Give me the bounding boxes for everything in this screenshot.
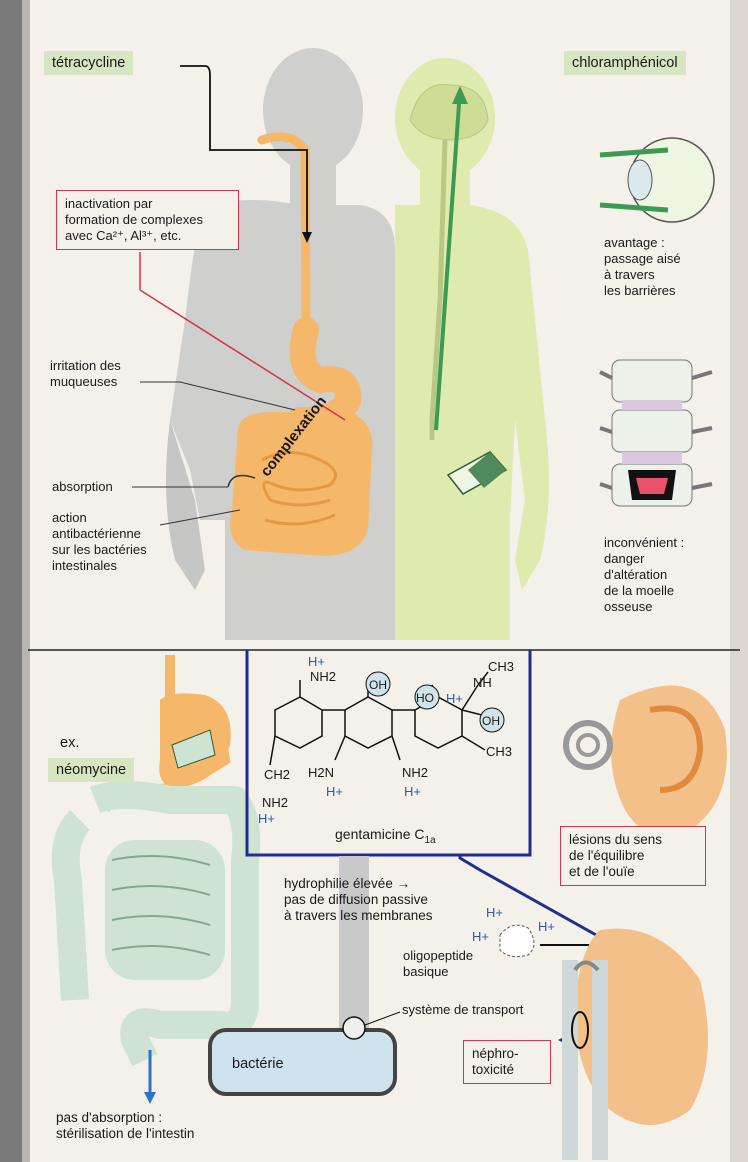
hplus-1: H+ (486, 906, 503, 920)
label-pas-absorption: pas d'absorption : stérilisation de l'in… (56, 1110, 194, 1142)
chem-oh-b: OH (482, 714, 500, 728)
label-systeme-transport: système de transport (402, 1002, 523, 1018)
label-absorption: absorption (52, 479, 113, 495)
label-hydrophilie: hydrophilie élevée → pas de diffusion pa… (284, 876, 433, 924)
chem-nh2-b: NH2 (262, 796, 288, 810)
chem-ch3-a: CH3 (488, 660, 514, 674)
hplus-3: H+ (538, 920, 555, 934)
label-chloramphenicol: chloramphénicol (564, 51, 686, 75)
label-tetracycline: tétracycline (44, 51, 133, 75)
chem-ch2: CH2 (264, 768, 290, 782)
box-lesions: lésions du sens de l'équilibre et de l'o… (560, 826, 706, 886)
eye-icon (600, 138, 714, 222)
box-nephrotoxicite: néphro- toxicité (463, 1040, 551, 1084)
kidney-icon (570, 929, 708, 1160)
label-action: action antibactérienne sur les bactéries… (52, 510, 147, 574)
label-avantage: avantage : passage aisé à travers les ba… (604, 235, 681, 299)
chem-hplus-c: H+ (258, 812, 275, 826)
chem-oh-a: OH (369, 678, 387, 692)
hplus-2: H+ (472, 930, 489, 944)
label-inconvenient: inconvénient : danger d'altération de la… (604, 535, 684, 615)
label-bacterie: bactérie (232, 1056, 284, 1072)
chem-nh2-a: NH2 (310, 670, 336, 684)
ear-icon (566, 685, 727, 836)
chem-hplus-b: H+ (446, 692, 463, 706)
label-oligopeptide: oligopeptide basique (403, 948, 473, 980)
chem-h2n: H2N (308, 766, 334, 780)
chem-ch3-b: CH3 (486, 745, 512, 759)
chem-hplus-a: H+ (308, 655, 325, 669)
arrow-down-icon (144, 1092, 156, 1104)
label-irritation: irritation des muqueuses (50, 358, 121, 390)
digestive-tract-teal (66, 655, 247, 1060)
label-ex: ex. (60, 735, 79, 751)
chem-hplus-e: H+ (404, 785, 421, 799)
chem-hplus-d: H+ (326, 785, 343, 799)
spine-icon (600, 360, 712, 506)
binding-edge (0, 0, 22, 1162)
label-neomycine: néomycine (48, 758, 134, 782)
label-gentamicine: gentamicine C1a (335, 826, 436, 849)
box-inactivation: inactivation par formation de complexes … (56, 190, 239, 250)
chem-nh: NH (473, 676, 492, 690)
chem-ho: HO (416, 691, 434, 705)
chem-nh2-c: NH2 (402, 766, 428, 780)
body-silhouette-right (395, 58, 549, 640)
